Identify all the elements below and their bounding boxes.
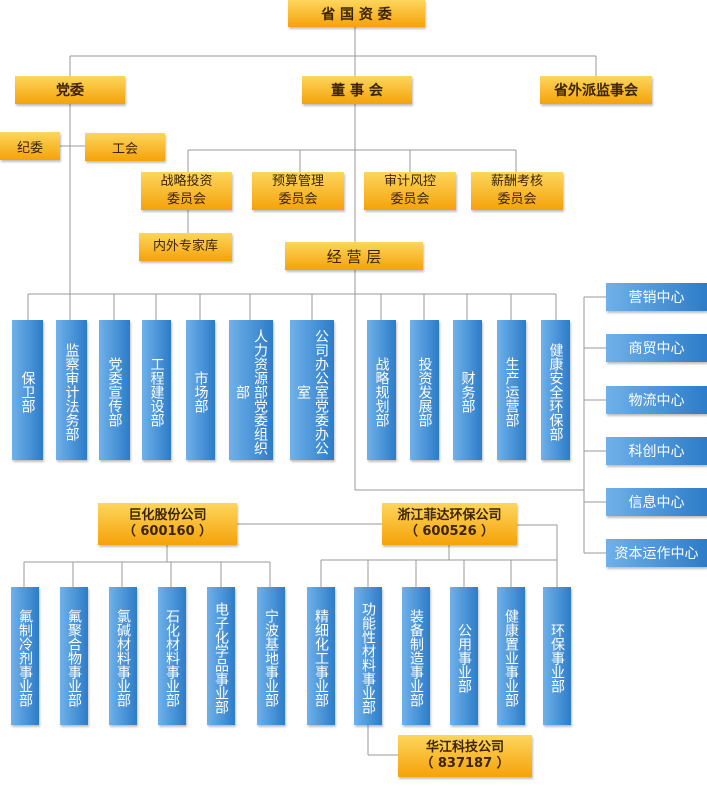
management-box: 经 营 层 xyxy=(285,242,423,270)
department-market: 市场部 xyxy=(186,320,215,460)
discipline-committee-box: 纪委 xyxy=(0,132,60,160)
labor-union-box: 工会 xyxy=(85,133,165,161)
department-finance: 财务部 xyxy=(453,320,482,460)
business-unit-fine-chemicals: 精细化工事业部 xyxy=(307,587,335,725)
center-information: 信息中心 xyxy=(606,488,707,516)
audit-risk-committee-box: 审计风控 委员会 xyxy=(364,172,456,210)
business-unit-health-property: 健康置业事业部 xyxy=(497,587,525,725)
business-unit-utilities: 公用事业部 xyxy=(450,587,478,725)
center-innovation: 科创中心 xyxy=(606,437,707,465)
business-unit-environmental: 环保事业部 xyxy=(543,587,571,725)
provincial-sasac-box: 省 国 资 委 xyxy=(288,0,425,27)
business-unit-functional-materials: 功能性材料事业部 xyxy=(354,587,382,725)
business-unit-fluoro-refrigerant: 氟制冷剂事业部 xyxy=(11,587,39,725)
board-of-directors-box: 董 事 会 xyxy=(302,76,412,104)
party-committee-box: 党委 xyxy=(15,76,125,104)
business-unit-electronic-chemicals: 电子化学品事业部 xyxy=(207,587,235,725)
supervisory-board-box: 省外派监事会 xyxy=(540,76,652,104)
center-logistics: 物流中心 xyxy=(606,386,707,414)
department-supervision-audit-legal: 监察审计法务部 xyxy=(56,320,87,460)
strategy-investment-committee-box: 战略投资 委员会 xyxy=(141,172,232,210)
business-unit-chlor-alkali: 氯碱材料事业部 xyxy=(109,587,137,725)
business-unit-ningbo-base: 宁波基地事业部 xyxy=(257,587,285,725)
department-engineering: 工程建设部 xyxy=(142,320,171,460)
budget-management-committee-box: 预算管理 委员会 xyxy=(252,172,344,210)
center-capital-operation: 资本运作中心 xyxy=(606,539,707,567)
department-office-party-office: 公司办公室党委办公室 xyxy=(290,320,334,460)
center-trade: 商贸中心 xyxy=(606,334,707,362)
expert-pool-box: 内外专家库 xyxy=(139,233,232,261)
business-unit-fluoropolymer: 氟聚合物事业部 xyxy=(60,587,88,725)
subsidiary-huajiang: 华江科技公司 （ 837187 ） xyxy=(398,735,532,777)
department-strategy-planning: 战略规划部 xyxy=(367,320,396,460)
center-marketing: 营销中心 xyxy=(606,283,707,311)
business-unit-equipment-manufacturing: 装备制造事业部 xyxy=(402,587,430,725)
compensation-committee-box: 薪酬考核 委员会 xyxy=(471,172,563,210)
department-party-publicity: 党委宣传部 xyxy=(99,320,130,460)
department-production-operation: 生产运营部 xyxy=(497,320,526,460)
department-investment-development: 投资发展部 xyxy=(410,320,439,460)
department-hr-party-organization: 人力资源部党委组织部 xyxy=(229,320,273,460)
department-hse: 健康安全环保部 xyxy=(541,320,570,460)
listed-company-juhua: 巨化股份公司 （ 600160 ） xyxy=(98,503,237,545)
business-unit-petrochemical: 石化材料事业部 xyxy=(158,587,186,725)
listed-company-feida: 浙江菲达环保公司 （ 600526 ） xyxy=(382,503,517,545)
department-security: 保卫部 xyxy=(12,320,43,460)
